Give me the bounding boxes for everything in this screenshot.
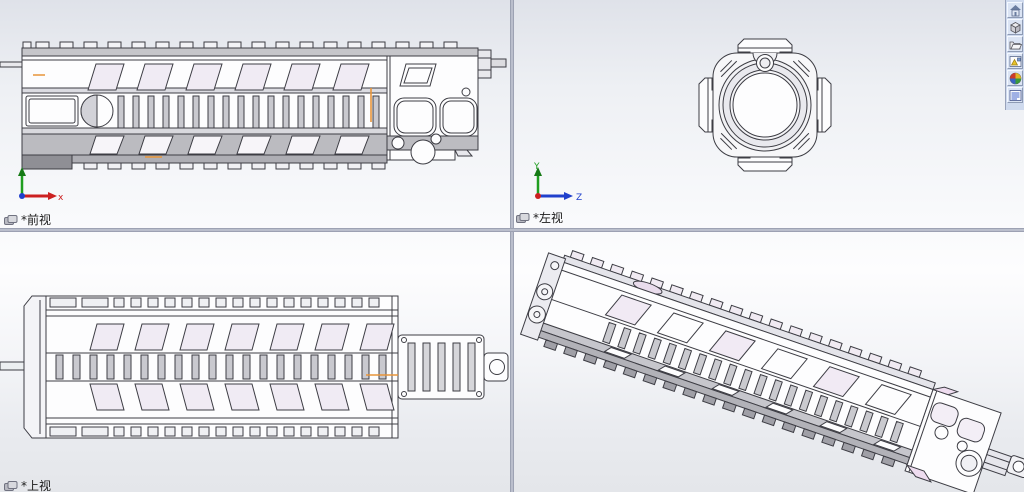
viewport-left[interactable]: Y Z *左视: [514, 0, 1024, 228]
front-view-drawing[interactable]: [0, 0, 510, 228]
file-explorer-icon[interactable]: [1007, 36, 1023, 52]
isometric-view-drawing[interactable]: [514, 232, 1024, 492]
top-view-label: *上视: [4, 477, 51, 492]
design-library-icon[interactable]: [1007, 19, 1023, 35]
viewport-front[interactable]: x *前视: [0, 0, 510, 228]
left-z-axis-label: Z: [576, 193, 582, 203]
appearances-scenes-icon[interactable]: [1007, 70, 1023, 86]
top-view-label-text: *上视: [21, 479, 52, 492]
viewport-splitter-horizontal[interactable]: [0, 228, 1024, 232]
viewport-top[interactable]: x *上视: [0, 232, 510, 492]
viewport-splitter-vertical[interactable]: [510, 0, 514, 492]
left-y-axis-label: Y: [533, 162, 540, 172]
front-x-axis-label: x: [58, 193, 64, 203]
top-view-drawing[interactable]: [0, 232, 510, 492]
solidworks-resources-home-icon[interactable]: [1007, 2, 1023, 18]
left-triad-axes: Y Z: [533, 162, 582, 203]
left-view-label: *左视: [516, 209, 563, 226]
view-orientation-icon: [4, 480, 18, 491]
custom-properties-icon[interactable]: [1007, 87, 1023, 103]
front-view-label: *前视: [4, 211, 51, 228]
left-view-drawing[interactable]: [514, 0, 1024, 228]
task-pane-tab-strip: [1005, 0, 1024, 110]
viewport-isometric[interactable]: z x Y: [514, 232, 1024, 492]
left-view-label-text: *左视: [533, 211, 564, 225]
front-triad-axes: x: [18, 167, 64, 203]
front-view-label-text: *前视: [21, 213, 52, 227]
view-orientation-icon: [4, 214, 18, 225]
view-orientation-icon: [516, 212, 530, 223]
view-palette-icon[interactable]: [1007, 53, 1023, 69]
